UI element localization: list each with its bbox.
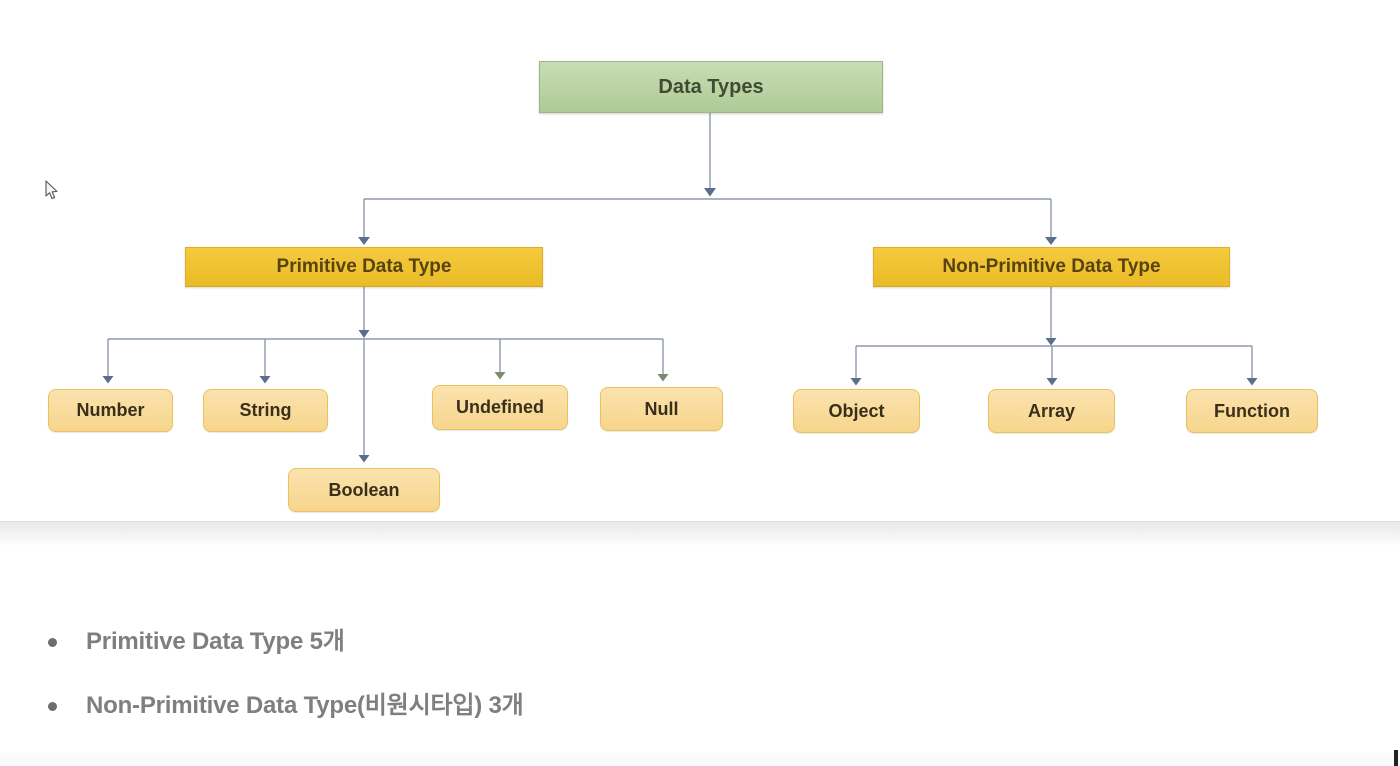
arrowhead-boolean bbox=[358, 455, 370, 463]
bottom-edge-strip bbox=[0, 753, 1400, 766]
notes-list: Primitive Data Type 5개 Non-Primitive Dat… bbox=[48, 625, 524, 753]
bullet-dot bbox=[48, 701, 57, 711]
arrowhead-primitive bbox=[358, 237, 370, 245]
node-array: Array bbox=[988, 389, 1115, 433]
mouse-cursor-icon bbox=[45, 180, 58, 200]
arrowhead-object bbox=[850, 378, 862, 386]
note-text: Primitive Data Type 5개 bbox=[86, 628, 345, 655]
arrowhead-array bbox=[1046, 378, 1058, 386]
node-primitive-data-type: Primitive Data Type bbox=[185, 247, 543, 287]
arrowhead-primitive-rail bbox=[358, 330, 370, 338]
arrowhead-number bbox=[102, 376, 114, 384]
node-string: String bbox=[203, 389, 328, 432]
arrowhead-string bbox=[259, 376, 271, 384]
arrowhead-nonprimitive bbox=[1045, 237, 1057, 245]
node-function: Function bbox=[1186, 389, 1318, 433]
node-boolean: Boolean bbox=[288, 468, 440, 512]
note-text: Non-Primitive Data Type(비원시타입) 3개 bbox=[86, 692, 524, 719]
bottom-right-mark bbox=[1394, 750, 1398, 766]
node-undefined: Undefined bbox=[432, 385, 568, 430]
arrowhead-root bbox=[704, 188, 716, 197]
node-data-types: Data Types bbox=[539, 61, 883, 113]
node-object: Object bbox=[793, 389, 920, 433]
arrowhead-function bbox=[1246, 378, 1258, 386]
arrowhead-null bbox=[657, 374, 669, 382]
node-number: Number bbox=[48, 389, 173, 432]
note-item-non-primitive: Non-Primitive Data Type(비원시타입) 3개 bbox=[48, 689, 524, 723]
node-null: Null bbox=[600, 387, 723, 431]
node-non-primitive-data-type: Non-Primitive Data Type bbox=[873, 247, 1230, 287]
arrowhead-undefined bbox=[494, 372, 506, 380]
bullet-dot bbox=[48, 637, 57, 647]
slide-bottom-shadow bbox=[0, 521, 1400, 545]
note-item-primitive: Primitive Data Type 5개 bbox=[48, 625, 524, 659]
arrowhead-nonprimitive-rail bbox=[1045, 338, 1057, 346]
